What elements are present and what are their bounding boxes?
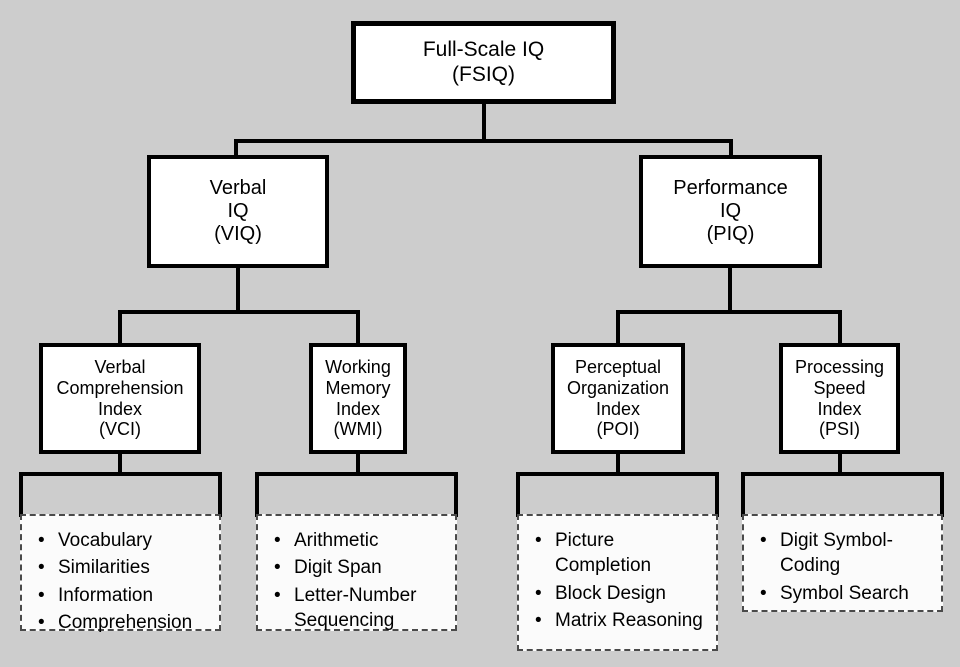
- subtest-label: Symbol Search: [780, 582, 909, 604]
- node-vci-line1: Verbal: [94, 356, 146, 377]
- node-wmi-line1: Working: [325, 356, 391, 377]
- node-poi-line3: Index: [595, 398, 641, 419]
- node-verbal-iq-line2: IQ: [227, 199, 249, 222]
- subtest-list-poi: • Picture Completion • Block Design • Matrix …: [517, 514, 718, 651]
- subtest-item: • Digit Span: [274, 555, 445, 580]
- bullet-icon: •: [38, 584, 45, 606]
- bullet-icon: •: [535, 582, 542, 604]
- subtest-item: • Comprehension: [38, 610, 209, 635]
- node-vci-line2: Comprehension: [56, 377, 184, 398]
- node-perceptual-organization-index: Perceptual Organization Index (POI): [551, 343, 685, 454]
- subtest-label: Picture Completion: [555, 530, 652, 577]
- bullet-icon: •: [535, 530, 542, 551]
- subtest-label: Matrix Reasoning: [555, 609, 703, 631]
- subtest-item: • Vocabulary: [38, 528, 209, 553]
- subtest-label: Digit Symbol-Coding: [780, 530, 893, 577]
- subtest-label: Digit Span: [294, 557, 382, 579]
- subtest-items-vci: • Vocabulary • Similarities • Information • Com…: [32, 528, 209, 635]
- subtest-label: Block Design: [555, 582, 666, 604]
- node-poi-line4: (POI): [596, 419, 640, 440]
- subtest-item: • Arithmetic: [274, 528, 445, 553]
- node-performance-iq-line3: (PIQ): [706, 223, 755, 246]
- node-psi-line4: (PSI): [818, 419, 860, 440]
- subtest-item: • Matrix Reasoning: [535, 608, 706, 633]
- node-vci-line4: (VCI): [99, 419, 141, 440]
- node-verbal-iq: Verbal IQ (VIQ): [147, 155, 329, 268]
- node-verbal-comprehension-index: Verbal Comprehension Index (VCI): [39, 343, 201, 454]
- bullet-icon: •: [274, 557, 281, 579]
- bullet-icon: •: [38, 611, 45, 633]
- node-working-memory-index: Working Memory Index (WMI): [309, 343, 407, 454]
- node-wmi-line4: (WMI): [333, 419, 383, 440]
- node-full-scale-iq-line1: Full-Scale IQ: [422, 38, 545, 62]
- node-psi-line2: Speed: [813, 377, 866, 398]
- subtest-label: Similarities: [58, 557, 150, 579]
- node-psi-line3: Index: [817, 398, 862, 419]
- node-performance-iq: Performance IQ (PIQ): [639, 155, 822, 268]
- node-verbal-iq-line3: (VIQ): [214, 223, 262, 246]
- bullet-icon: •: [760, 582, 767, 604]
- node-vci-line3: Index: [97, 398, 143, 419]
- subtest-item: • Digit Symbol-Coding: [760, 528, 931, 579]
- node-performance-iq-line1: Performance: [673, 176, 788, 199]
- node-wmi-line2: Memory: [325, 377, 391, 398]
- subtest-label: Arithmetic: [294, 530, 379, 551]
- subtest-list-vci: • Vocabulary • Similarities • Information • Com…: [20, 514, 221, 633]
- subtest-label: Information: [58, 584, 154, 606]
- subtest-item: • Picture Completion: [535, 528, 706, 579]
- node-verbal-iq-line1: Verbal: [209, 176, 267, 199]
- subtest-item: • Information: [38, 583, 209, 608]
- bullet-icon: •: [38, 557, 45, 579]
- bullet-icon: •: [760, 530, 767, 551]
- subtest-items-psi: • Digit Symbol-Coding • Symbol Search: [754, 528, 931, 606]
- bullet-icon: •: [38, 530, 45, 551]
- subtest-item: • Block Design: [535, 581, 706, 606]
- node-wmi-line3: Index: [335, 398, 381, 419]
- bullet-icon: •: [535, 609, 542, 631]
- node-processing-speed-index: Processing Speed Index (PSI): [779, 343, 900, 454]
- subtest-item: • Similarities: [38, 555, 209, 580]
- node-poi-line2: Organization: [566, 377, 670, 398]
- subtest-items-wmi: • Arithmetic • Digit Span • Letter-Number Seq…: [268, 528, 445, 633]
- subtest-list-wmi: • Arithmetic • Digit Span • Letter-Number Seq…: [256, 514, 457, 631]
- bullet-icon: •: [274, 530, 281, 551]
- subtest-item: • Letter-Number Sequencing: [274, 583, 445, 634]
- subtest-label: Vocabulary: [58, 530, 153, 551]
- subtest-label: Letter-Number Sequencing: [294, 584, 417, 631]
- subtest-label: Comprehension: [58, 611, 193, 633]
- node-full-scale-iq-line2: (FSIQ): [452, 62, 515, 86]
- node-performance-iq-line2: IQ: [719, 199, 742, 222]
- node-poi-line1: Perceptual: [574, 356, 662, 377]
- subtest-list-psi: • Digit Symbol-Coding • Symbol Search: [742, 514, 943, 612]
- bullet-icon: •: [274, 584, 281, 606]
- subtest-item: • Symbol Search: [760, 581, 931, 606]
- node-full-scale-iq: Full-Scale IQ (FSIQ): [351, 21, 616, 104]
- node-psi-line1: Processing: [794, 356, 885, 377]
- subtest-items-poi: • Picture Completion • Block Design • Matrix …: [529, 528, 706, 633]
